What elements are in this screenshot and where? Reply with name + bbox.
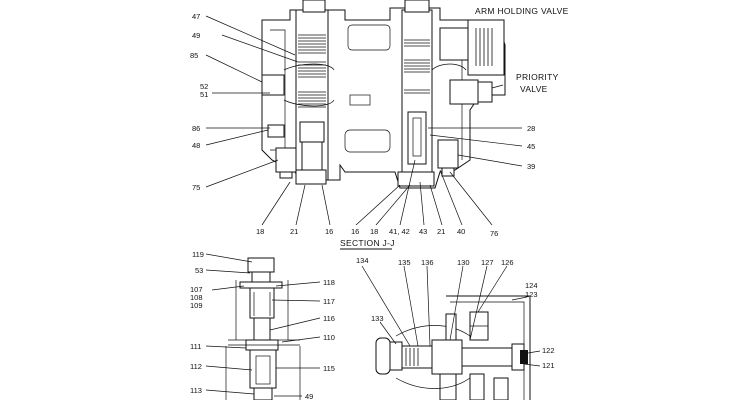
valve-label: VALVE: [520, 84, 548, 94]
bottom-right-leaders: [361, 265, 541, 367]
callout-112: 112: [190, 362, 202, 371]
callout-40: 40: [457, 227, 465, 236]
callout-133: 133: [371, 314, 384, 323]
callout-115: 115: [323, 364, 335, 373]
callout-49-bottom: 49: [305, 392, 313, 400]
callout-124: 124: [525, 281, 538, 290]
callout-118: 118: [323, 278, 335, 287]
callout-53: 53: [195, 266, 203, 275]
callout-43: 43: [419, 227, 427, 236]
callout-48: 48: [192, 141, 200, 150]
callout-86: 86: [192, 124, 200, 133]
callout-127: 127: [481, 258, 494, 267]
callout-18-left: 18: [256, 227, 264, 236]
callout-110: 110: [323, 333, 335, 342]
callout-21-left: 21: [290, 227, 298, 236]
callout-76: 76: [490, 229, 498, 238]
callout-85: 85: [190, 51, 198, 60]
callout-107: 107: [190, 285, 203, 294]
bottom-left-leaders: [205, 253, 321, 397]
callout-21-right: 21: [437, 227, 445, 236]
top-section-drawing: [261, 0, 506, 189]
callout-130: 130: [457, 258, 470, 267]
bottom-left-drawing: [225, 257, 301, 400]
callout-18-right: 18: [370, 227, 378, 236]
callout-109: 109: [190, 301, 203, 310]
callout-121: 121: [542, 361, 555, 370]
callout-134: 134: [356, 256, 369, 265]
callout-75: 75: [192, 183, 200, 192]
callout-126: 126: [501, 258, 514, 267]
callout-111: 111: [190, 342, 201, 351]
callout-16-left: 16: [325, 227, 333, 236]
section-title: SECTION J-J: [340, 238, 395, 248]
callout-113: 113: [190, 386, 202, 395]
callout-45: 45: [527, 142, 535, 151]
arm-holding-valve-label: ARM HOLDING VALVE: [475, 6, 569, 16]
callout-52: 52: [200, 82, 208, 91]
callout-16-right: 16: [351, 227, 359, 236]
callout-116: 116: [323, 314, 335, 323]
callout-49: 49: [192, 31, 200, 40]
callout-136: 136: [421, 258, 434, 267]
top-leaders: [205, 15, 523, 226]
callout-47: 47: [192, 12, 200, 21]
callout-41-42: 41, 42: [389, 227, 410, 236]
callout-135: 135: [398, 258, 411, 267]
callout-119: 119: [192, 250, 204, 259]
priority-label: PRIORITY: [516, 72, 559, 82]
callout-28: 28: [527, 124, 535, 133]
callout-39: 39: [527, 162, 535, 171]
callout-108: 108: [190, 293, 203, 302]
callout-122: 122: [542, 346, 555, 355]
callout-51: 51: [200, 90, 208, 99]
callout-123: 123: [525, 290, 538, 299]
bottom-right-drawing: [375, 295, 531, 400]
callout-117: 117: [323, 297, 335, 306]
